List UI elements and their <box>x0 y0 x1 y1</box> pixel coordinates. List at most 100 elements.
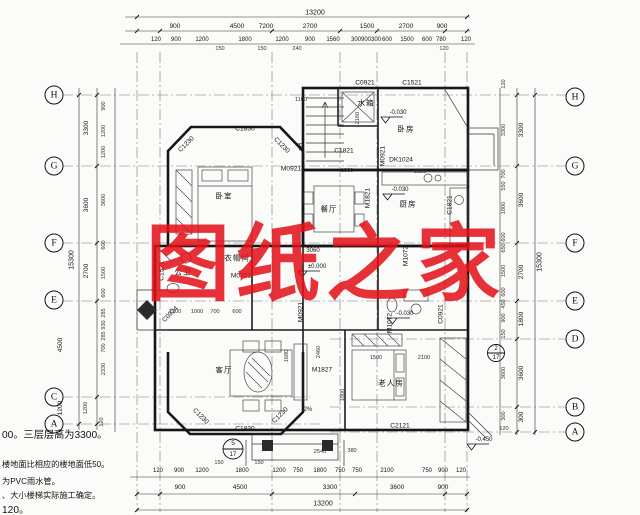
interior-dim: 1800 <box>340 388 347 402</box>
grid-bubble-left-H: H <box>44 85 64 105</box>
dim-label: 900 <box>170 37 182 43</box>
dim-bottom-overall: 13200 <box>313 500 333 508</box>
room-label-kitchen: 厨房 <box>399 199 417 209</box>
dim-label: 300 <box>501 411 508 421</box>
window-label-c1821-stair: C1821 <box>334 147 354 155</box>
interior-dim: 600 <box>232 309 242 316</box>
dim-tick: 150 <box>257 46 267 53</box>
dim-label: 120 <box>501 79 508 89</box>
dim-label: 1200 <box>101 145 108 159</box>
grid-bubble-left-E: E <box>44 290 64 310</box>
interior-dim: 1580 <box>413 169 427 176</box>
dim-label: 900 <box>436 22 448 30</box>
stair-down-label: 下 <box>295 142 305 152</box>
dim-label: 3300 <box>82 120 90 136</box>
door-label-m1072-bath: M1072 <box>386 312 394 334</box>
dim-label: 4500 <box>232 483 248 491</box>
dim-label: 1800 <box>517 311 525 327</box>
interior-dim: 700 <box>210 309 220 316</box>
dim-label: 900 <box>101 101 108 111</box>
dim-label: 900 <box>173 468 185 474</box>
watermark: 图纸之家 <box>146 215 507 313</box>
dim-label: 3600 <box>82 197 90 213</box>
note-line: 00。三层层高为3300。 <box>2 430 108 441</box>
grid-bubble-right-E: E <box>565 291 585 311</box>
dim-label: 600 <box>101 240 108 250</box>
dim-label: 1500 <box>400 37 414 43</box>
interior-dim: 1680 <box>284 349 291 363</box>
interior-dim: 2100 <box>417 355 431 362</box>
dim-label: 750 <box>292 468 304 474</box>
grid-bubble-right-A: A <box>565 422 585 442</box>
dim-tick: 240 <box>292 46 302 53</box>
grid-bubble-left-G: G <box>44 156 64 176</box>
dim-label: 120 <box>499 426 509 433</box>
interior-dim: 1000 <box>190 309 204 316</box>
dim-label: 1800 <box>235 468 249 474</box>
level-outdoor: -0.450 <box>475 437 493 443</box>
dim-label: 120 <box>150 37 162 43</box>
dim-label: 3600 <box>517 365 525 381</box>
dim-label: 2700 <box>302 22 318 30</box>
interior-dim: 1100 <box>294 97 308 104</box>
room-label-water-tank: 水箱 <box>357 98 375 108</box>
dim-label: 1200 <box>83 401 90 415</box>
dim-label: 1800 <box>501 201 508 215</box>
room-label-living: 客厅 <box>215 365 233 375</box>
dim-label: 1560 <box>326 37 340 43</box>
dim-label: 4500 <box>56 337 64 353</box>
slope-label: 2% <box>303 407 313 413</box>
dim-label: 120 <box>152 468 164 474</box>
room-label-elder: 老人房 <box>378 378 404 388</box>
dim-label: 150 <box>501 329 508 339</box>
window-label-c1830-top: C1830 <box>235 125 255 133</box>
dim-label: 600 <box>101 288 108 298</box>
dim-label: 900 <box>174 483 186 491</box>
dim-label: 3600 <box>389 483 405 491</box>
note-line: 、大小楼梯实际施工确定。 <box>2 491 101 500</box>
detail-ref-num: 2 <box>494 346 498 352</box>
dim-label: 900 <box>169 22 181 30</box>
dim-label: 700 <box>101 343 108 353</box>
dim-tick: 150 <box>254 460 264 467</box>
dim-label: 4500 <box>229 22 245 30</box>
room-label-bath: 公卫 <box>174 267 192 277</box>
detail-ref-sheet: 17 <box>492 355 500 361</box>
dim-label: 2700 <box>398 22 414 30</box>
opening-label-dk1024: DK1024 <box>389 156 413 164</box>
dim-label: 1200 <box>56 400 64 416</box>
dim-label: 120 <box>455 468 467 474</box>
dim-label: 285 <box>101 308 108 318</box>
dim-label: 2700 <box>82 263 90 279</box>
dim-label: 550 <box>501 181 508 191</box>
door-label-m0921-hall: M0921 <box>379 145 387 167</box>
dim-label: 300900300 <box>350 37 382 43</box>
dim-porch: 380 <box>347 448 357 455</box>
dim-label: 900 <box>437 483 449 491</box>
dim-porch: 2540 <box>313 449 327 456</box>
dim-label: 600 <box>421 37 433 43</box>
dim-label: 1800 <box>313 468 327 474</box>
dim-tick: 150 <box>214 460 224 467</box>
window-label-c2121: C2121 <box>390 422 410 430</box>
dim-label: 1200 <box>195 37 209 43</box>
dim-right-overall: 15300 <box>536 252 544 272</box>
dim-label: 3600 <box>501 366 508 380</box>
level-kitchen: -0.030 <box>391 187 409 193</box>
door-label-m0721: M0721 <box>230 272 252 280</box>
grid-bubble-right-F: F <box>565 233 585 253</box>
interior-dim: 1500 <box>369 355 383 362</box>
dim-label: 1500 <box>101 266 108 280</box>
dim-label: 2700 <box>517 264 525 280</box>
dim-label: 1200 <box>195 468 209 474</box>
dim-label: 300 <box>517 411 525 423</box>
window-label-c1521-top: C1521 <box>402 79 422 87</box>
dim-label: 3300 <box>501 123 508 137</box>
dim-label: 285 <box>101 331 108 341</box>
dim-label: 120 <box>460 37 472 43</box>
note-line: 楼地面比相应的楼地面低50。 <box>2 460 110 469</box>
grid-bubble-right-D: D <box>565 329 585 349</box>
grid-bubble-right-H: H <box>565 87 585 107</box>
